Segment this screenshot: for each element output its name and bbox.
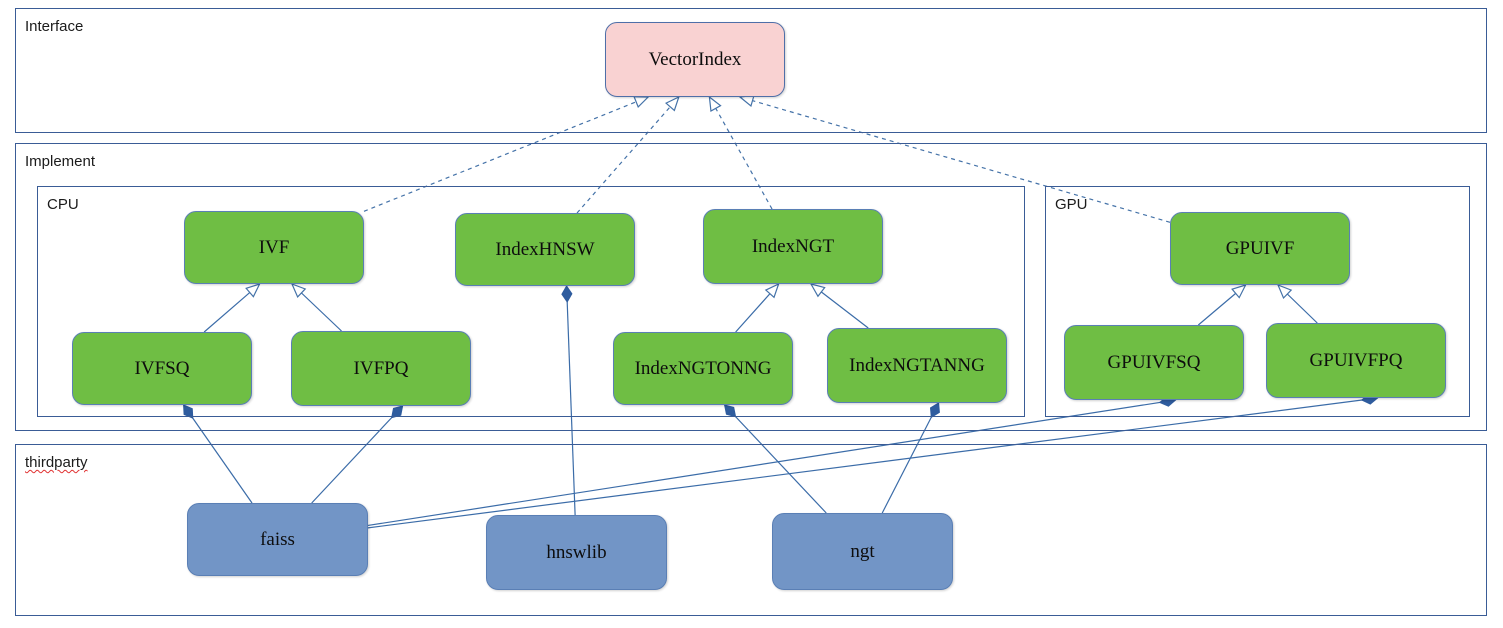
group-thirdparty	[15, 444, 1487, 616]
node-label: hnswlib	[546, 541, 607, 563]
node-label: IVFSQ	[134, 357, 190, 379]
node-vectorindex[interactable]: VectorIndex	[605, 22, 785, 97]
group-label-thirdparty: thirdparty	[25, 454, 88, 471]
node-indexngtonng[interactable]: IndexNGTONNG	[613, 332, 793, 405]
group-gpu	[1045, 186, 1470, 417]
node-label: IndexNGTANNG	[849, 354, 985, 376]
group-interface	[15, 8, 1487, 133]
node-label: IVF	[258, 236, 290, 258]
node-indexhnsw[interactable]: IndexHNSW	[455, 213, 635, 286]
node-label: ngt	[850, 540, 875, 562]
group-cpu	[37, 186, 1025, 417]
node-ivfsq[interactable]: IVFSQ	[72, 332, 252, 405]
node-label: GPUIVFPQ	[1309, 349, 1403, 371]
node-hnswlib[interactable]: hnswlib	[486, 515, 667, 590]
node-faiss[interactable]: faiss	[187, 503, 368, 576]
group-label-cpu: CPU	[47, 196, 79, 213]
node-label: VectorIndex	[648, 48, 742, 70]
node-label: faiss	[260, 528, 295, 550]
node-gpuivfsq[interactable]: GPUIVFSQ	[1064, 325, 1244, 400]
node-label: IVFPQ	[353, 357, 409, 379]
node-label: IndexHNSW	[495, 238, 595, 260]
node-gpuivf[interactable]: GPUIVF	[1170, 212, 1350, 285]
node-ivfpq[interactable]: IVFPQ	[291, 331, 471, 406]
node-ivf[interactable]: IVF	[184, 211, 364, 284]
node-ngt[interactable]: ngt	[772, 513, 953, 590]
node-indexngtanng[interactable]: IndexNGTANNG	[827, 328, 1007, 403]
group-implement	[15, 143, 1487, 431]
group-label-interface: Interface	[25, 18, 84, 35]
node-indexngt[interactable]: IndexNGT	[703, 209, 883, 284]
node-label: GPUIVF	[1225, 237, 1295, 259]
group-label-implement: Implement	[25, 153, 96, 170]
node-label: GPUIVFSQ	[1107, 351, 1201, 373]
node-label: IndexNGTONNG	[634, 357, 772, 379]
node-gpuivfpq[interactable]: GPUIVFPQ	[1266, 323, 1446, 398]
group-label-gpu: GPU	[1055, 196, 1088, 213]
node-label: IndexNGT	[751, 235, 835, 257]
